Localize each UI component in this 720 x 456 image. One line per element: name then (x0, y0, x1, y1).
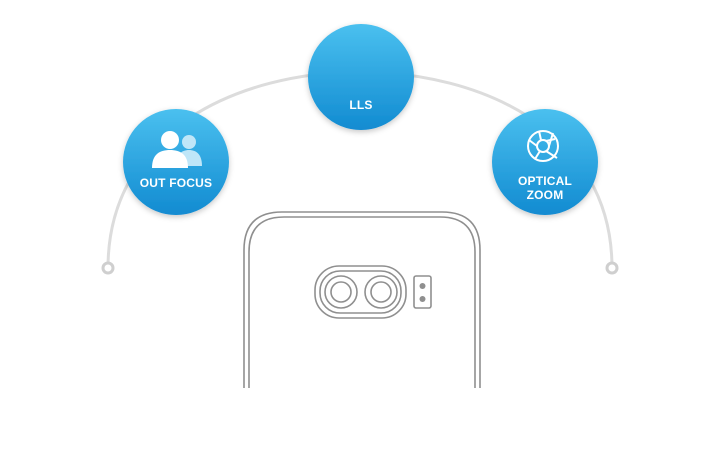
optical-zoom-label-line2: ZOOM (526, 188, 564, 202)
out-focus-label: OUT FOCUS (139, 176, 213, 190)
arc-endpoint-left (101, 261, 115, 275)
aperture-icon (527, 130, 559, 162)
people-icon (152, 131, 202, 168)
dual-camera-module (314, 265, 407, 319)
phone-back (243, 211, 481, 388)
flash-sensor (413, 275, 432, 309)
lls-label: LLS (349, 98, 373, 112)
optical-zoom-label-line1: OPTICAL (517, 174, 573, 188)
optical-zoom-badge (492, 109, 598, 215)
phone-outer-outline (243, 211, 481, 388)
arc-endpoint-right (605, 261, 619, 275)
optical-zoom-label: OPTICAL ZOOM (495, 174, 595, 202)
camera-lens-right (364, 275, 398, 309)
camera-lens-left (324, 275, 358, 309)
phone-inner-outline (248, 216, 476, 388)
lls-badge (308, 24, 414, 130)
